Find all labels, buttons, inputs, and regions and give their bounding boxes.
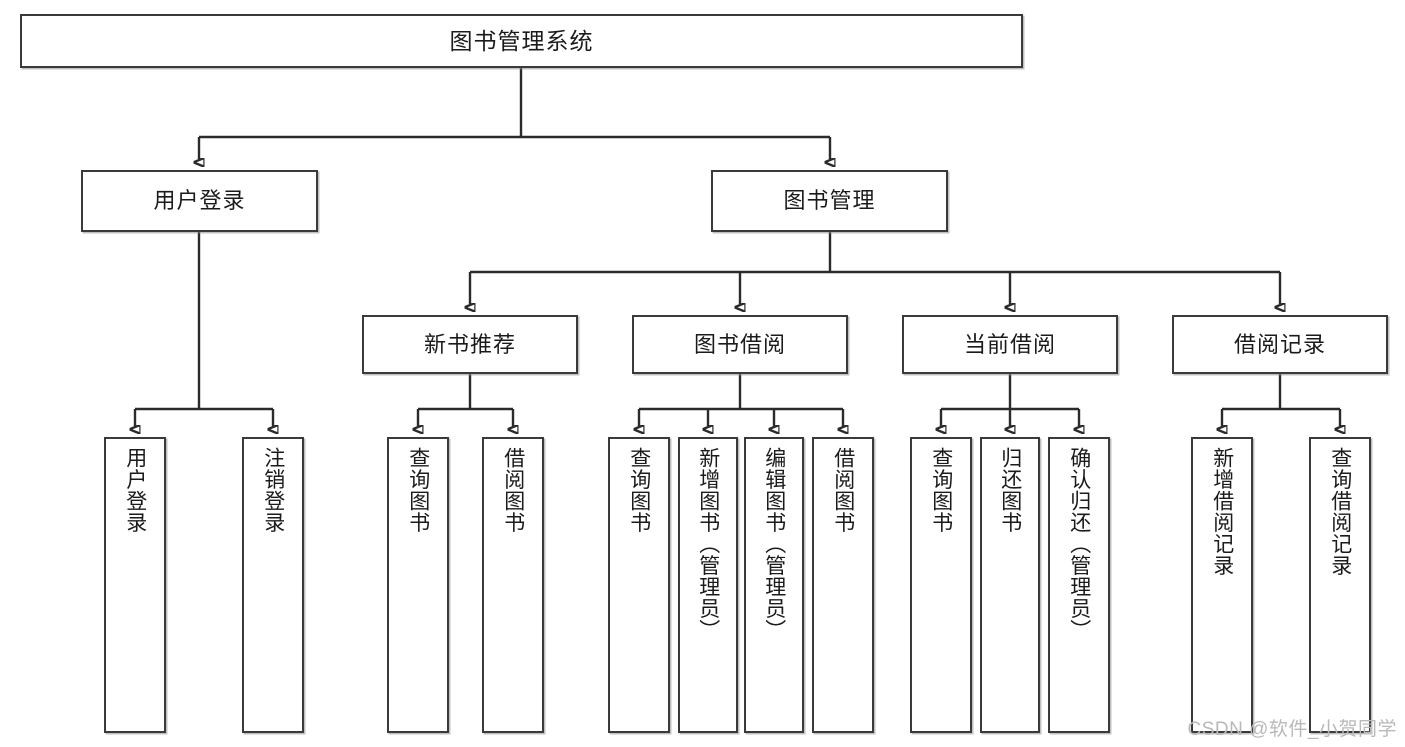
- node-label: 图书借阅: [693, 331, 786, 357]
- node-label: 图书管理系统: [449, 27, 594, 54]
- node-new-book-recommend[interactable]: 新书推荐: [362, 315, 578, 374]
- node-label: 当前借阅: [963, 331, 1056, 357]
- leaf-newbook-borrow-book[interactable]: 借阅图书: [482, 437, 544, 733]
- node-label: 用户登录: [123, 447, 147, 533]
- node-label: 归还图书: [998, 447, 1022, 533]
- node-label: 新增借阅记录: [1210, 447, 1234, 576]
- node-book-management[interactable]: 图书管理: [711, 170, 948, 232]
- node-label: 借阅图书: [831, 447, 855, 533]
- node-label: 编辑图书（管理员）: [762, 447, 786, 641]
- node-current-borrow[interactable]: 当前借阅: [902, 315, 1118, 374]
- node-label: 查询图书: [406, 447, 430, 533]
- node-label: 注销登录: [261, 447, 285, 533]
- node-label: 新书推荐: [423, 331, 516, 357]
- node-label: 借阅记录: [1233, 331, 1326, 357]
- leaf-current-return-book[interactable]: 归还图书: [980, 437, 1040, 733]
- node-book-borrow[interactable]: 图书借阅: [632, 315, 848, 374]
- leaf-user-login[interactable]: 用户登录: [104, 437, 166, 733]
- leaf-record-add-record[interactable]: 新增借阅记录: [1191, 437, 1253, 733]
- leaf-borrow-query-book[interactable]: 查询图书: [608, 437, 670, 733]
- watermark-text: CSDN @软件_小贺同学: [1187, 719, 1397, 740]
- node-label: 借阅图书: [501, 447, 525, 533]
- leaf-current-confirm-return[interactable]: 确认归还（管理员）: [1048, 437, 1110, 733]
- node-root-system[interactable]: 图书管理系统: [20, 14, 1023, 68]
- leaf-borrow-edit-book[interactable]: 编辑图书（管理员）: [744, 437, 804, 733]
- leaf-borrow-add-book[interactable]: 新增图书（管理员）: [678, 437, 738, 733]
- leaf-current-query-book[interactable]: 查询图书: [910, 437, 972, 733]
- node-label: 确认归还（管理员）: [1067, 447, 1091, 641]
- node-label: 图书管理: [783, 188, 876, 214]
- node-label: 查询借阅记录: [1328, 447, 1352, 576]
- leaf-newbook-query-book[interactable]: 查询图书: [387, 437, 449, 733]
- node-borrow-record[interactable]: 借阅记录: [1172, 315, 1388, 374]
- node-label: 用户登录: [153, 188, 246, 214]
- leaf-record-query-record[interactable]: 查询借阅记录: [1309, 437, 1371, 733]
- leaf-borrow-borrow-book[interactable]: 借阅图书: [812, 437, 874, 733]
- node-label: 查询图书: [929, 447, 953, 533]
- node-user-login[interactable]: 用户登录: [81, 170, 318, 232]
- node-label: 新增图书（管理员）: [696, 447, 720, 641]
- leaf-user-logout[interactable]: 注销登录: [242, 437, 304, 733]
- node-label: 查询图书: [627, 447, 651, 533]
